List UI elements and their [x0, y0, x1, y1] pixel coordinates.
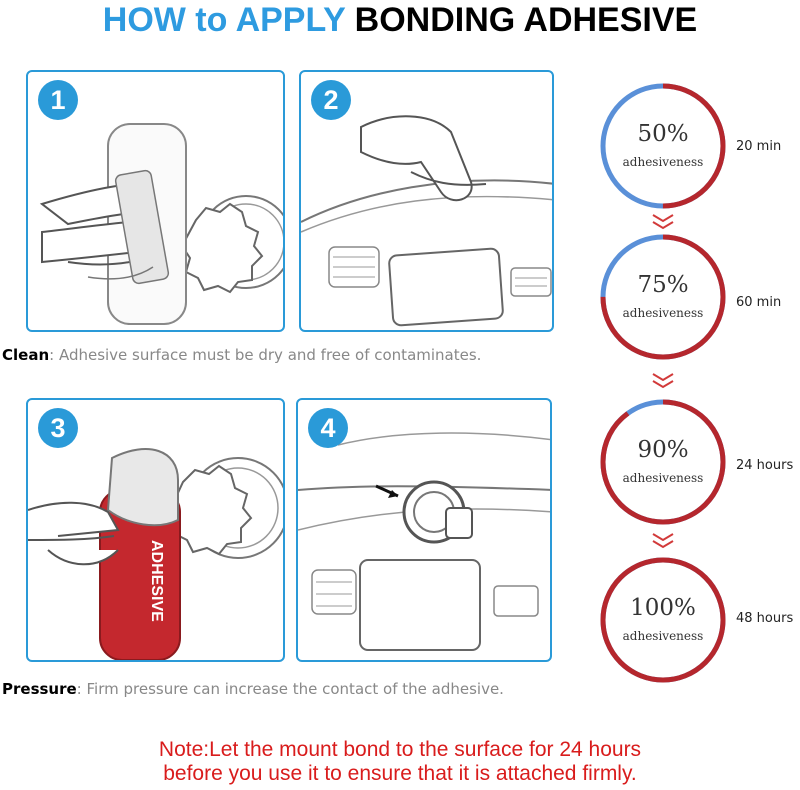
- chevron-down-icon: [649, 371, 677, 391]
- chevron-down-icon: [649, 531, 677, 551]
- ring-percent: 50%: [637, 121, 689, 147]
- note-line-2: before you use it to ensure that it is a…: [163, 762, 637, 785]
- ring-graphic: [600, 557, 726, 683]
- ring-graphic: [600, 399, 726, 525]
- ring-filled: [600, 399, 726, 525]
- stage-time: 60 min: [736, 295, 782, 310]
- step-1-illustration: [39, 123, 283, 325]
- ring-percent: 100%: [630, 595, 696, 621]
- step-2-illustration: [301, 115, 552, 327]
- ring-percent: 75%: [637, 272, 689, 298]
- step-2-panel: 2: [299, 70, 554, 332]
- ring-graphic: [600, 83, 726, 209]
- title-part-2: BONDING ADHESIVE: [354, 1, 698, 39]
- step-3-illustration: ADHESIVE: [28, 448, 283, 660]
- pressure-text: : Firm pressure can increase the contact…: [76, 680, 504, 698]
- title-part-1: HOW to APPLY: [102, 1, 346, 39]
- ring-graphic: [600, 234, 726, 360]
- ring-label: adhesiveness: [622, 471, 704, 485]
- step-1-number: 1: [38, 80, 78, 120]
- ring-label: adhesiveness: [622, 629, 704, 643]
- stage-time: 20 min: [736, 139, 782, 154]
- progress-ring: 90% adhesiveness: [599, 398, 727, 526]
- chevron-down-icon: [649, 212, 677, 232]
- step-2-number: 2: [311, 80, 351, 120]
- ring-label: adhesiveness: [622, 155, 704, 169]
- step-1-panel: 1: [26, 70, 285, 332]
- step-4-panel: 4: [296, 398, 552, 662]
- progress-ring: 50% adhesiveness: [599, 82, 727, 210]
- ring-filled: [600, 83, 726, 209]
- stage-time: 48 hours: [736, 611, 794, 626]
- tape-text: ADHESIVE: [148, 540, 165, 622]
- clean-text: : Adhesive surface must be dry and free …: [49, 346, 482, 364]
- step-4-illustration: [298, 432, 550, 651]
- step-3-panel: 3 ADHESIVE: [26, 398, 285, 662]
- ring-label: adhesiveness: [622, 306, 704, 320]
- step-3-number: 3: [38, 408, 78, 448]
- pressure-label: Pressure: [2, 680, 77, 698]
- pressure-caption: Pressure: Firm pressure can increase the…: [2, 680, 504, 698]
- progress-ring: 75% adhesiveness: [599, 233, 727, 361]
- clean-caption: Clean: Adhesive surface must be dry and …: [2, 346, 481, 364]
- note-line-1: Note:Let the mount bond to the surface f…: [158, 738, 642, 761]
- progress-ring: 100% adhesiveness: [599, 556, 727, 684]
- ring-filled: [600, 234, 726, 360]
- step-4-number: 4: [308, 408, 348, 448]
- ring-percent: 90%: [637, 437, 689, 463]
- page-title: HOW to APPLY BONDING ADHESIVE: [0, 0, 800, 50]
- stage-time: 24 hours: [736, 458, 794, 473]
- clean-label: Clean: [2, 346, 50, 364]
- ring-filled: [600, 557, 726, 683]
